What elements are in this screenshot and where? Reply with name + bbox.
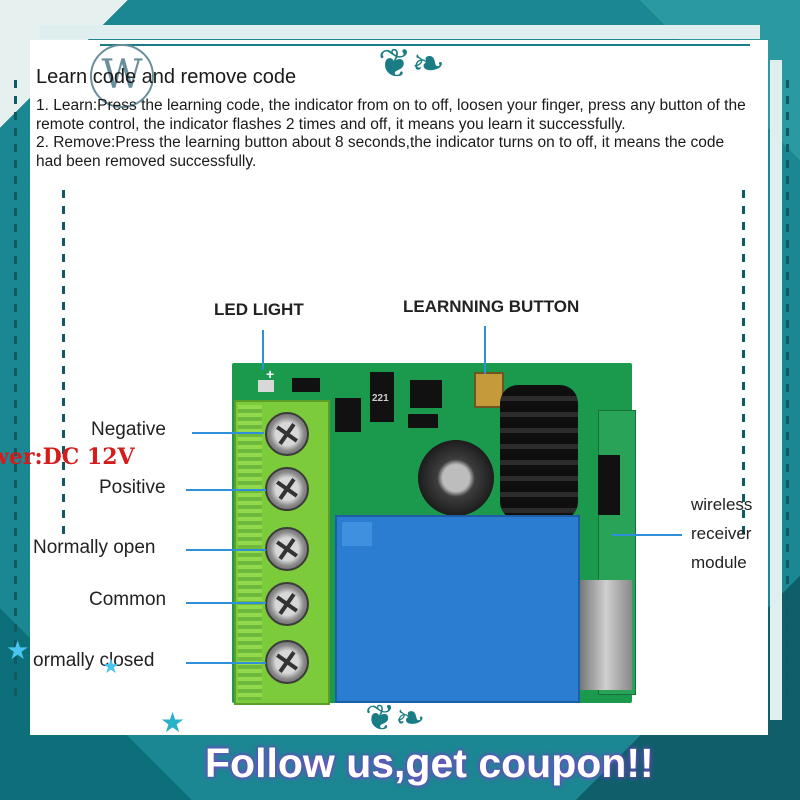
power-label: wer:DC 12V [0,444,135,470]
common-label: Common [89,589,167,610]
panel-line-top [100,44,750,46]
learning-button-part [474,372,504,408]
learning-button-label: LEARNNING BUTTON [403,297,580,316]
promo-banner[interactable]: Follow us,get coupon!! [205,740,654,786]
polarity-mark: + [266,366,275,382]
smd-part [258,380,274,392]
screw-positive [265,467,309,511]
panel-dashes-right [742,190,745,540]
bottom-ornament-icon: ❦❧ [365,697,426,738]
smd-part [292,378,320,392]
negative-label: Negative [91,419,166,440]
frame-stripe-top [40,25,760,39]
brand-logo: W [90,44,154,108]
instructions-remove: 2. Remove:Press the learning button abou… [36,134,725,170]
capacitor-part [418,440,494,516]
module-chip [598,455,620,515]
antenna-coil [500,385,578,520]
normally-open-label: Normally open [33,537,156,558]
led-light-leader [262,330,264,370]
normally-closed-leader [186,662,266,664]
led-light-label: LED LIGHT [214,300,304,319]
diode-part [335,398,361,432]
normally-open-leader [186,549,266,551]
screw-common [265,582,309,626]
normally-closed-label: ormally closed [33,650,155,671]
screw-normally-closed [265,640,309,684]
positive-leader [186,489,266,491]
frame-stripe-right [770,60,782,720]
screw-normally-open [265,527,309,571]
instructions-block: Learn code and remove code 1. Learn:Pres… [36,66,751,171]
resistor-part [408,414,438,428]
star-icon: ★ [6,635,30,665]
frame-dashes-left [14,80,17,700]
chip-label: 221 [372,393,389,404]
instructions-learn: 1. Learn:Press the learning code, the in… [36,97,746,133]
frame-dashes-right [786,80,789,700]
top-ornament-icon: ❦❧ [378,42,446,86]
negative-leader [192,432,264,434]
panel-dashes-left [62,190,65,540]
instructions-title: Learn code and remove code [36,66,297,88]
wireless-leader [612,534,682,536]
star-icon: ★ [102,656,120,678]
common-leader [186,602,266,604]
transistor-part [410,380,442,408]
screw-negative [265,412,309,456]
star-icon: ★ [160,707,186,738]
relay-block [335,515,580,703]
positive-label: Positive [99,477,166,498]
wireless-label-line1: wireless [691,495,753,514]
learning-button-leader [484,326,486,374]
regulator-chip [370,372,394,422]
terminal-ridges [238,405,262,700]
relay-corner [342,522,372,546]
crystal-can [580,580,632,690]
wireless-label-line2: receiver [691,524,752,543]
wireless-label-line3: module [691,553,747,572]
